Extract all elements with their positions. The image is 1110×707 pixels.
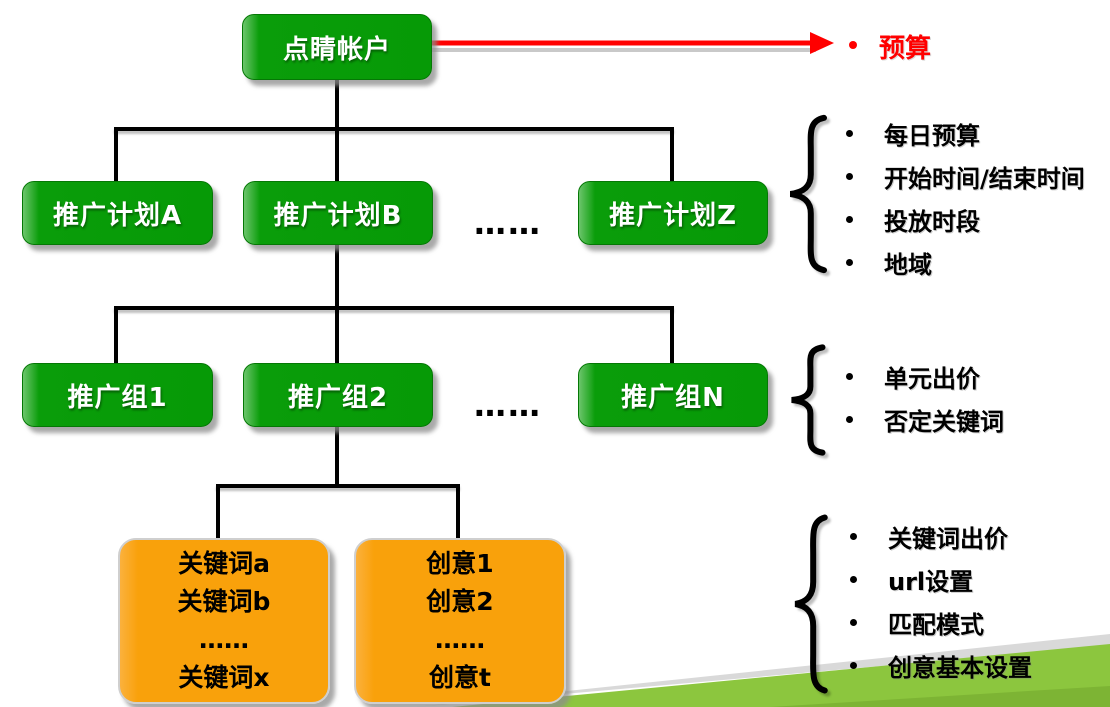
list-item: 地域 bbox=[846, 241, 1085, 284]
keyword-line: 关键词b bbox=[177, 587, 271, 616]
group-prop-label: 单元出价 bbox=[884, 365, 980, 393]
bullet-dot bbox=[846, 416, 853, 423]
plan-prop-label: 开始时间/结束时间 bbox=[884, 165, 1085, 193]
connector-line bbox=[335, 243, 339, 308]
plan-z-node: 推广计划Z bbox=[578, 181, 768, 245]
list-item: 否定关键词 bbox=[846, 398, 1004, 441]
curly-brace-icon bbox=[784, 344, 828, 456]
list-item: 开始时间/结束时间 bbox=[846, 155, 1085, 198]
plan-a-node: 推广计划A bbox=[22, 181, 213, 245]
connector-line bbox=[114, 306, 674, 310]
connector-line bbox=[335, 78, 339, 130]
connector-line bbox=[335, 306, 339, 365]
footer-dark-green-wedge bbox=[770, 686, 1110, 707]
connector-line bbox=[335, 127, 339, 183]
footer-gray-sliver bbox=[415, 634, 1110, 707]
plan-b-node: 推广计划B bbox=[243, 181, 433, 245]
list-item: 投放时段 bbox=[846, 198, 1085, 241]
account-node: 点睛帐户 bbox=[242, 14, 432, 80]
keywords-box: 关键词a 关键词b …… 关键词x bbox=[118, 538, 330, 704]
plan-props-list: 每日预算 开始时间/结束时间 投放时段 地域 bbox=[846, 112, 1085, 284]
creative-line: 创意t bbox=[429, 663, 491, 692]
bullet-dot bbox=[846, 130, 853, 137]
connector-line bbox=[456, 484, 460, 540]
group-1-node: 推广组1 bbox=[22, 363, 213, 427]
plan-z-label: 推广计划Z bbox=[609, 200, 737, 231]
connector-line bbox=[335, 425, 339, 486]
bullet-dot bbox=[846, 259, 853, 266]
footer-green-wedge bbox=[452, 644, 1110, 707]
bullet-dot bbox=[850, 619, 857, 626]
list-item: 匹配模式 bbox=[850, 601, 1032, 644]
account-label: 点睛帐户 bbox=[282, 34, 391, 65]
keyword-line: 关键词a bbox=[178, 549, 270, 578]
leaf-prop-label: 匹配模式 bbox=[888, 611, 984, 639]
list-item: 关键词出价 bbox=[850, 515, 1032, 558]
budget-arrow bbox=[428, 32, 834, 54]
creative-line: 创意1 bbox=[426, 549, 494, 578]
plan-prop-label: 投放时段 bbox=[884, 208, 980, 236]
curly-brace-icon bbox=[782, 113, 830, 275]
group-n-label: 推广组N bbox=[621, 382, 725, 413]
group-n-node: 推广组N bbox=[578, 363, 768, 427]
creative-line: …… bbox=[435, 625, 485, 654]
leaf-prop-label: 关键词出价 bbox=[888, 525, 1008, 553]
bullet-dot bbox=[850, 662, 857, 669]
list-item: url设置 bbox=[850, 558, 1032, 601]
bullet-dot bbox=[849, 41, 857, 49]
list-item: 单元出价 bbox=[846, 355, 1004, 398]
plan-prop-label: 地域 bbox=[884, 251, 932, 279]
group-2-node: 推广组2 bbox=[243, 363, 433, 427]
bullet-dot bbox=[850, 533, 857, 540]
creatives-box: 创意1 创意2 …… 创意t bbox=[354, 538, 566, 704]
leaf-props-list: 关键词出价 url设置 匹配模式 创意基本设置 bbox=[850, 515, 1032, 687]
connector-line bbox=[216, 484, 460, 488]
budget-label: 预算 bbox=[879, 34, 932, 64]
connector-line bbox=[670, 306, 674, 365]
keyword-line: 关键词x bbox=[178, 663, 270, 692]
keyword-line: …… bbox=[199, 625, 249, 654]
plan-ellipsis: …… bbox=[474, 204, 542, 242]
connector-line bbox=[114, 127, 118, 183]
group-prop-label: 否定关键词 bbox=[884, 408, 1004, 436]
group-props-list: 单元出价 否定关键词 bbox=[846, 355, 1004, 441]
footer-decoration bbox=[415, 634, 1110, 707]
plan-a-label: 推广计划A bbox=[52, 200, 183, 231]
bullet-dot bbox=[850, 576, 857, 583]
list-item: 每日预算 bbox=[846, 112, 1085, 155]
group-ellipsis: …… bbox=[474, 386, 542, 424]
leaf-prop-label: 创意基本设置 bbox=[888, 654, 1032, 682]
group-1-label: 推广组1 bbox=[67, 382, 168, 413]
connector-line bbox=[670, 127, 674, 183]
plan-prop-label: 每日预算 bbox=[884, 122, 980, 150]
arrowhead-icon bbox=[810, 32, 834, 54]
bullet-dot bbox=[846, 216, 853, 223]
bullet-dot bbox=[846, 173, 853, 180]
bullet-dot bbox=[846, 373, 853, 380]
group-2-label: 推广组2 bbox=[287, 382, 389, 413]
curly-brace-icon bbox=[788, 512, 830, 696]
creative-line: 创意2 bbox=[426, 587, 494, 616]
connector-line bbox=[114, 127, 674, 131]
leaf-prop-label: url设置 bbox=[888, 568, 974, 596]
list-item: 创意基本设置 bbox=[850, 644, 1032, 687]
connector-line bbox=[114, 306, 118, 365]
connector-line bbox=[216, 484, 220, 540]
plan-b-label: 推广计划B bbox=[273, 200, 403, 231]
